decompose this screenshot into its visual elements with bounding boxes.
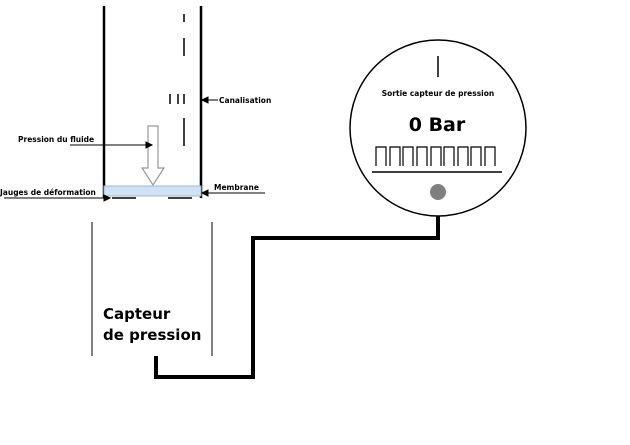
label-jauges: Jauges de déformation — [0, 188, 96, 197]
label-membrane: Membrane — [214, 183, 259, 192]
pressure-gauge: Sortie capteur de pression 0 Bar — [349, 39, 527, 217]
membrane — [103, 185, 202, 197]
label-canalisation: Canalisation — [219, 96, 271, 105]
gauge-reading: 0 Bar — [409, 114, 466, 136]
gauge-knob — [430, 184, 446, 200]
pressure-arrow — [140, 125, 166, 187]
label-capteur-line1: Capteur — [103, 305, 171, 323]
signal-cable — [154, 196, 440, 379]
label-capteur-line2: de pression — [103, 326, 201, 344]
leader-lines — [4, 96, 265, 202]
scale-ticks — [375, 146, 496, 166]
label-pression-fluide: Pression du fluide — [18, 135, 94, 144]
gauge-title: Sortie capteur de pression — [382, 89, 495, 98]
flow-dashes — [169, 14, 185, 146]
